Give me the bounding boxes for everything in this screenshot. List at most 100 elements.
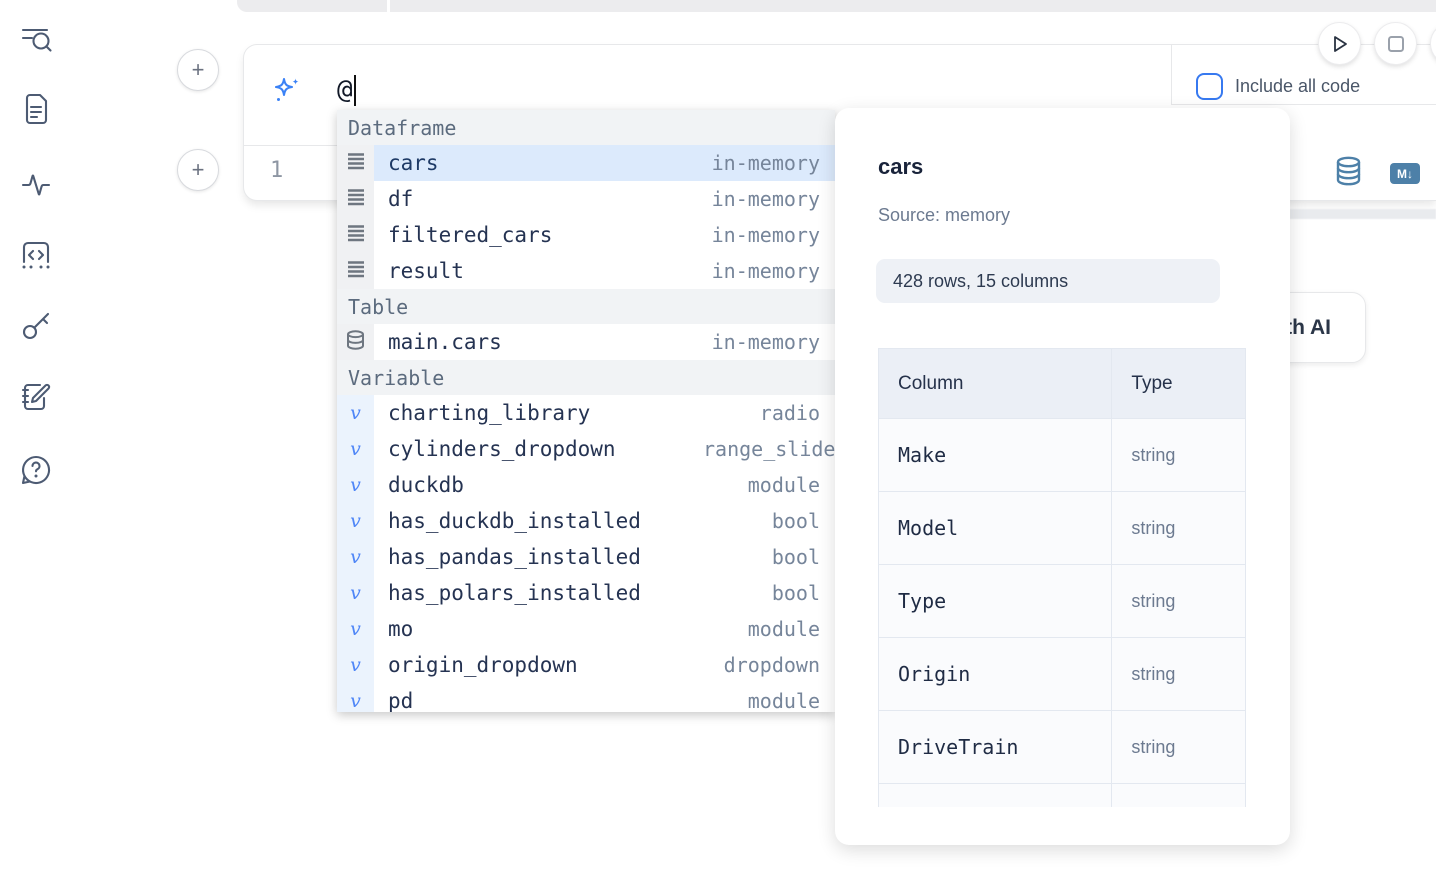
ai-sparkles-icon [272,76,302,106]
item-type: bool [772,539,835,575]
schema-column-type [1112,784,1246,808]
autocomplete-item-origin_dropdown[interactable]: vorigin_dropdowndropdown [337,647,835,683]
item-type: in-memory [712,145,835,181]
database-icon[interactable] [1335,156,1362,191]
schema-row: Originstring [879,638,1246,711]
add-cell-below-button[interactable]: + [177,149,219,191]
item-name: cylinders_dropdown [374,431,703,467]
autocomplete-item-charting_library[interactable]: vcharting_libraryradio [337,395,835,431]
autocomplete-item-duckdb[interactable]: vduckdbmodule [337,467,835,503]
autocomplete-item-has_pandas_installed[interactable]: vhas_pandas_installedbool [337,539,835,575]
divider [1171,104,1436,105]
item-name: filtered_cars [374,217,712,253]
item-type: bool [772,503,835,539]
line-number: 1 [270,158,283,183]
schema-column-name: Type [879,565,1112,638]
previous-cell-edge [237,0,1436,12]
autocomplete-section-variable: Variable [337,360,835,395]
schema-row: DriveTrainstring [879,711,1246,784]
schema-column-name: Model [879,492,1112,565]
item-type: in-memory [712,181,835,217]
autocomplete-item-main.cars[interactable]: main.carsin-memory [337,324,835,360]
help-chat-icon[interactable] [18,452,54,488]
key-icon[interactable] [18,307,54,343]
item-name: has_polars_installed [374,575,772,611]
item-type: in-memory [712,253,835,289]
item-type: module [748,611,835,647]
item-type: bool [772,575,835,611]
markdown-icon[interactable]: M↓ [1390,163,1420,184]
autocomplete-item-pd[interactable]: vpdmodule [337,683,835,712]
schema-column-type: string [1112,638,1246,711]
mention-autocomplete-dropdown: Dataframecarsin-memorydfin-memoryfiltere… [337,110,835,712]
item-type: range_slider [703,431,835,467]
snippets-code-icon[interactable] [18,237,54,273]
scratchpad-icon[interactable] [18,379,54,415]
schema-column-type: string [1112,711,1246,784]
schema-column-name: Make [879,419,1112,492]
autocomplete-item-result[interactable]: resultin-memory [337,253,835,289]
schema-row: Typestring [879,565,1246,638]
activity-icon[interactable] [18,165,54,201]
autocomplete-item-has_polars_installed[interactable]: vhas_polars_installedbool [337,575,835,611]
variable-icon: v [337,611,374,647]
include-all-code-label: Include all code [1235,76,1360,97]
schema-table-wrap: Column Type MakestringModelstringTypestr… [878,348,1246,807]
add-cell-above-button[interactable]: + [177,49,219,91]
dataframe-icon [337,145,374,181]
item-name: cars [374,145,712,181]
include-all-code-checkbox[interactable] [1196,73,1223,100]
toc-search-icon[interactable] [18,21,54,57]
variable-icon: v [337,431,374,467]
item-name: result [374,253,712,289]
shape-badge: 428 rows, 15 columns [876,259,1220,303]
item-type: module [748,467,835,503]
autocomplete-item-df[interactable]: dfin-memory [337,181,835,217]
file-icon[interactable] [18,91,54,127]
autocomplete-item-cylinders_dropdown[interactable]: vcylinders_dropdownrange_slider [337,431,835,467]
run-cell-button[interactable] [1318,22,1361,65]
item-type: in-memory [712,217,835,253]
dataframe-icon [337,253,374,289]
autocomplete-item-filtered_cars[interactable]: filtered_carsin-memory [337,217,835,253]
item-type: radio [760,395,835,431]
item-name: has_duckdb_installed [374,503,772,539]
variable-icon: v [337,467,374,503]
variable-icon: v [337,395,374,431]
text-caret [354,75,356,106]
item-type: dropdown [724,647,835,683]
item-name: df [374,181,712,217]
sidebar [0,0,72,874]
ai-prompt-input[interactable]: @ [337,75,356,106]
panel-source: Source: memory [878,205,1010,226]
autocomplete-item-has_duckdb_installed[interactable]: vhas_duckdb_installedbool [337,503,835,539]
schema-column-type: string [1112,492,1246,565]
item-name: pd [374,683,748,712]
schema-row [879,784,1246,808]
item-type: module [748,683,835,712]
play-icon [1330,34,1350,54]
cell-shadow-band [1288,209,1436,219]
variable-icon: v [337,539,374,575]
dataframe-icon [337,181,374,217]
autocomplete-section-table: Table [337,289,835,324]
schema-column-type: string [1112,419,1246,492]
schema-row: Makestring [879,419,1246,492]
item-name: origin_dropdown [374,647,724,683]
table-icon [337,324,374,360]
dataframe-preview-panel: cars Source: memory 428 rows, 15 columns… [835,108,1290,845]
autocomplete-item-mo[interactable]: vmomodule [337,611,835,647]
stop-cell-button[interactable] [1374,22,1417,65]
schema-header-column: Column [879,349,1112,419]
item-type: in-memory [712,324,835,360]
schema-column-name: DriveTrain [879,711,1112,784]
item-name: charting_library [374,395,760,431]
schema-row: Modelstring [879,492,1246,565]
schema-header-type: Type [1112,349,1246,419]
schema-column-type: string [1112,565,1246,638]
panel-title: cars [878,154,923,180]
item-name: main.cars [374,324,712,360]
autocomplete-item-cars[interactable]: carsin-memory [337,145,835,181]
schema-table: Column Type MakestringModelstringTypestr… [878,348,1246,807]
autocomplete-section-dataframe: Dataframe [337,110,835,145]
